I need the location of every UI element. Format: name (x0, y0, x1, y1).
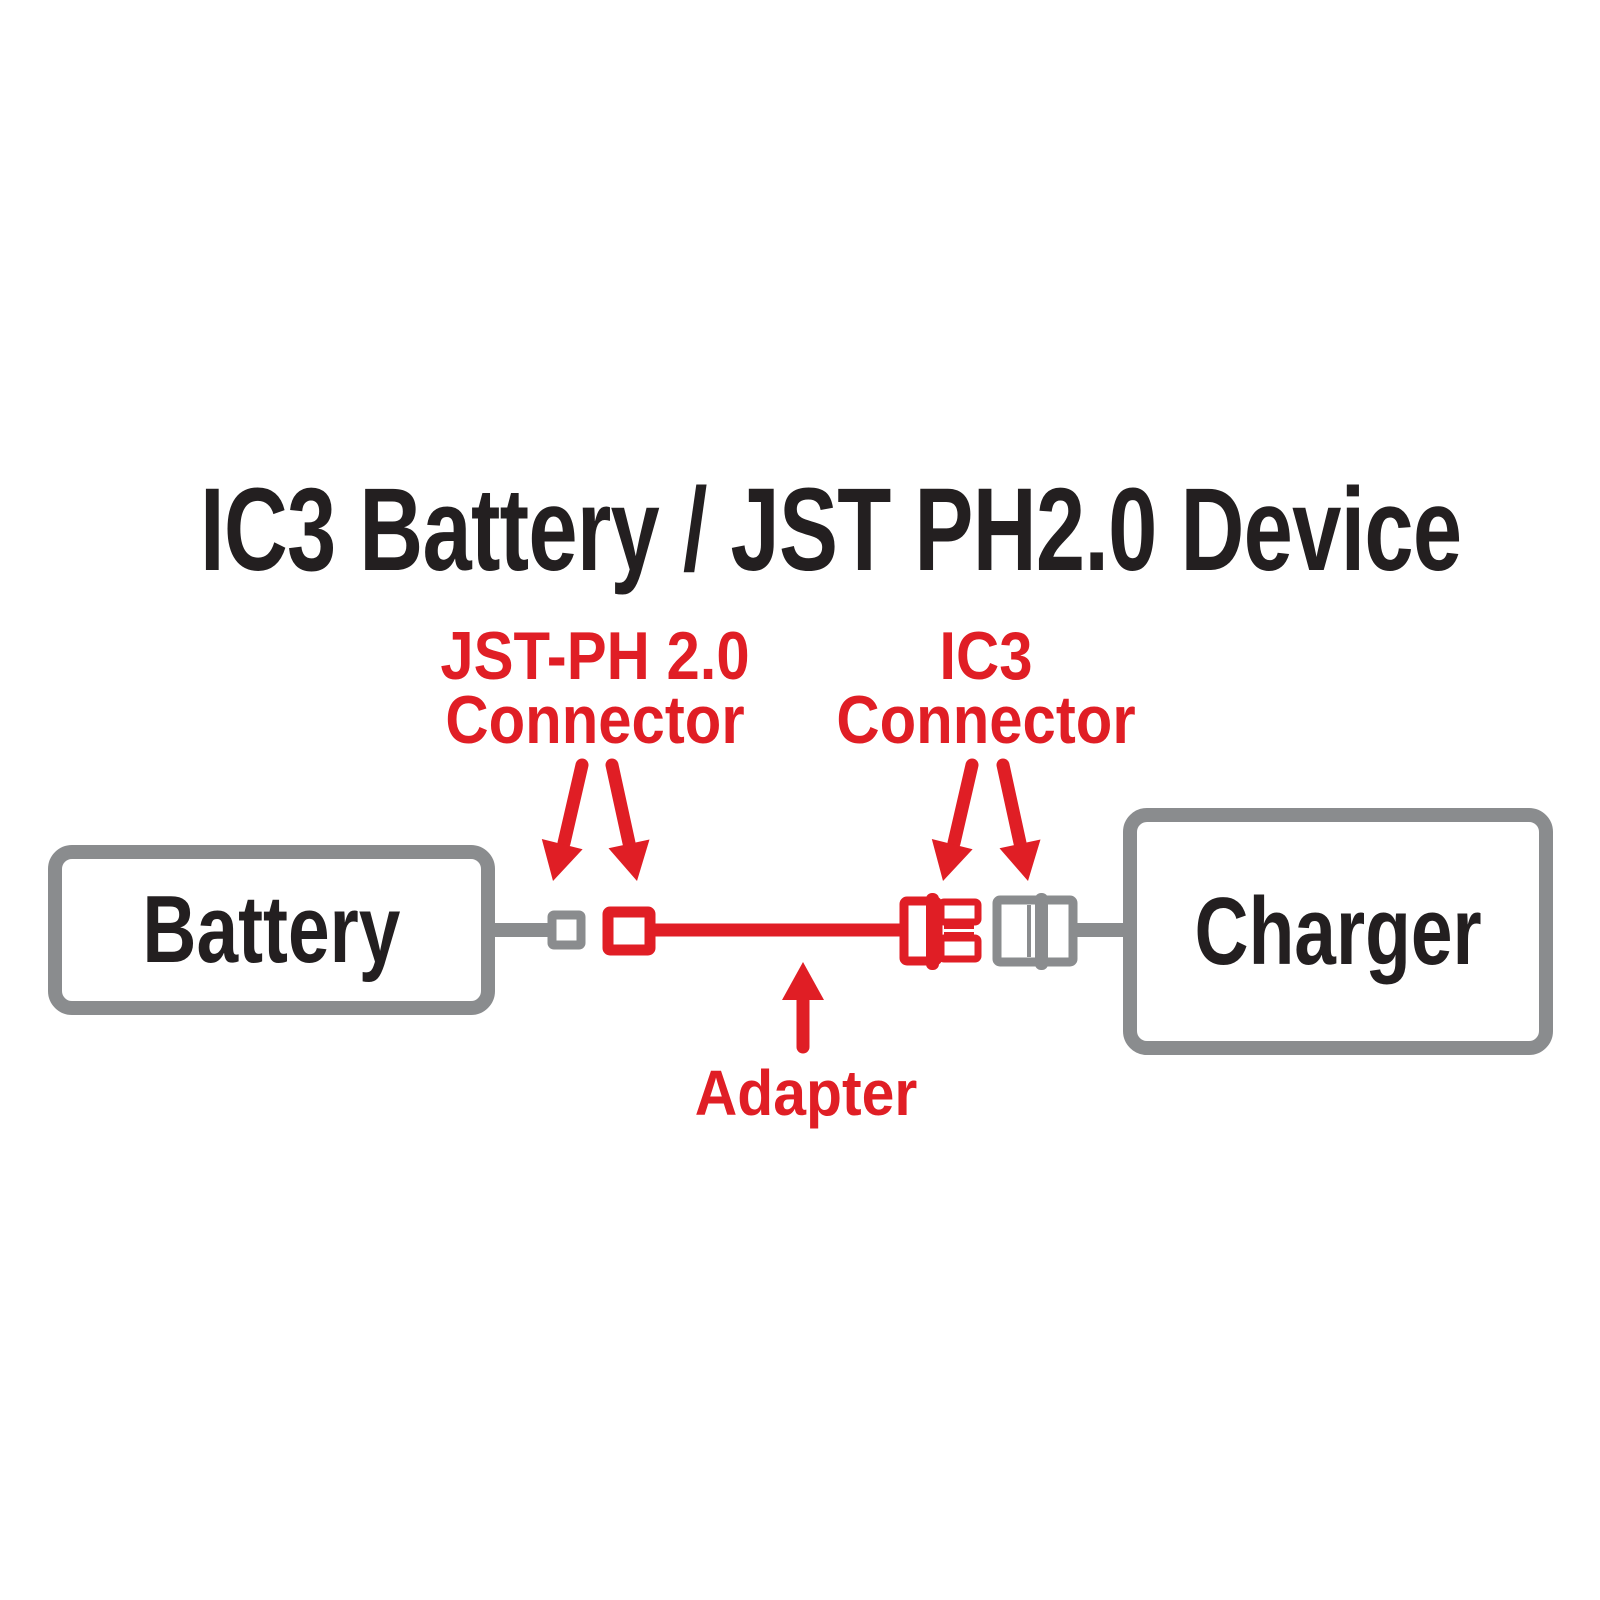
up-arrow-icon (782, 962, 824, 1054)
down-arrow-icon (541, 758, 589, 881)
jst-ph-callout-line2: Connector (445, 682, 745, 758)
adapter-label: Adapter (694, 1057, 918, 1129)
down-arrow-icon (996, 758, 1041, 881)
jst-ph-callout-line1: JST-PH 2.0 (440, 618, 750, 694)
down-arrow-icon (605, 758, 650, 881)
jst-plug-gray (547, 910, 586, 950)
ic3-callout-line2: Connector (836, 682, 1136, 758)
ic3-socket-gray (992, 893, 1078, 970)
charger-box: Charger (1123, 808, 1553, 1055)
down-arrow-icon (931, 758, 979, 881)
page-title: IC3 Battery / JST PH2.0 Device (200, 464, 1462, 596)
charger-label: Charger (1194, 877, 1482, 985)
battery-box: Battery (48, 845, 495, 1015)
jst-socket-red (602, 906, 656, 956)
ic3-callout-line1: IC3 (939, 618, 1033, 694)
ic3-plug-red (899, 893, 982, 970)
jst-ph-callout: JST-PH 2.0 Connector (366, 618, 824, 758)
battery-label: Battery (142, 876, 401, 983)
ic3-callout: IC3 Connector (757, 618, 1215, 758)
